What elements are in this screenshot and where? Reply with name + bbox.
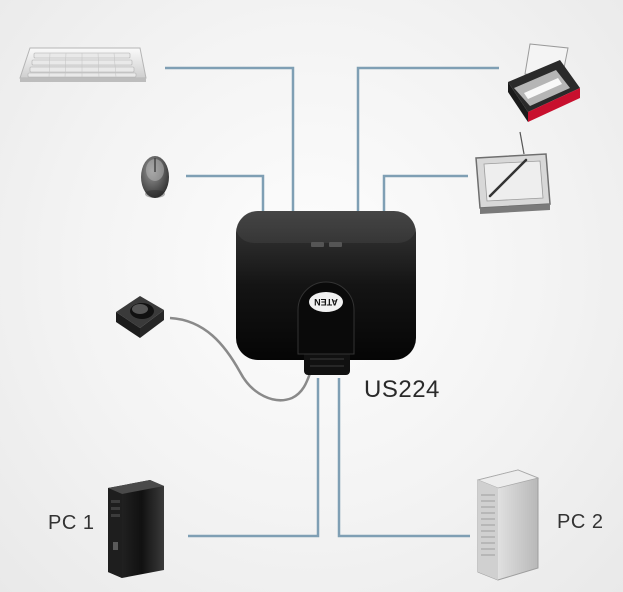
hub-model-label: US224	[364, 376, 440, 403]
printer-icon	[508, 43, 580, 122]
drawing-tablet-icon	[475, 131, 551, 214]
brand-logo	[309, 292, 343, 312]
cable-pc1	[188, 378, 320, 538]
remote-switch-icon	[116, 296, 164, 338]
brand-logo-text: ATEN	[314, 297, 338, 307]
cable-printer	[356, 66, 499, 212]
kvm-hub	[236, 211, 416, 375]
keyboard-icon	[19, 47, 147, 82]
pc-tower-silver-icon	[476, 469, 540, 581]
cable-tablet	[382, 174, 468, 212]
pc-tower-dark-icon	[108, 480, 164, 578]
cable-mouse	[186, 174, 265, 212]
cable-keyboard	[165, 66, 295, 212]
pc2-label: PC 2	[557, 511, 604, 533]
cable-remote	[169, 316, 314, 402]
cable-pc2	[337, 378, 470, 538]
pc1-label: PC 1	[48, 512, 95, 534]
mouse-icon	[141, 156, 169, 198]
cable-lines	[165, 66, 499, 538]
